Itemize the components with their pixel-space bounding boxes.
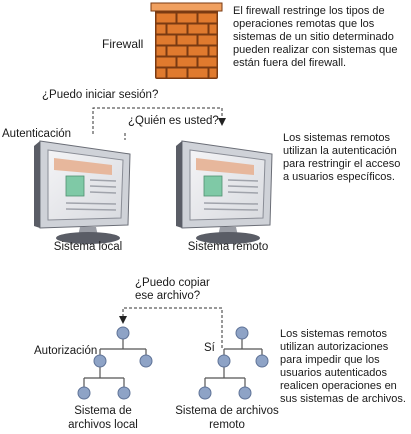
question-copy: ¿Puedo copiar ese archivo? [135,277,210,302]
authorization-label: Autorización [34,345,98,357]
authentication-label: Autenticación [2,128,72,140]
local-monitor-icon [34,140,131,244]
answer-yes: Sí [204,342,215,354]
question-login: ¿Puedo iniciar sesión? [42,89,159,101]
question-who: ¿Quién es usted? [128,115,219,127]
remote-monitor-icon [176,140,273,244]
firewall-icon [150,2,223,79]
local-system-label: Sistema local [53,241,123,253]
remote-fs-label: Sistema de archivos remoto [175,405,279,431]
remote-file-tree-icon [198,326,269,400]
authorization-description: Los sistemas remotos utilizan autorizaci… [280,328,406,405]
remote-system-label: Sistema remoto [187,241,269,253]
local-file-tree-icon [77,326,153,400]
firewall-label: Firewall [102,37,144,51]
firewall-description: El firewall restringe los tipos de opera… [233,5,398,69]
authorization-flow [119,307,223,348]
local-fs-label: Sistema de archivos local [68,405,138,431]
authentication-flow [92,107,226,140]
authentication-description: Los sistemas remotos utilizan la autenti… [283,132,401,183]
